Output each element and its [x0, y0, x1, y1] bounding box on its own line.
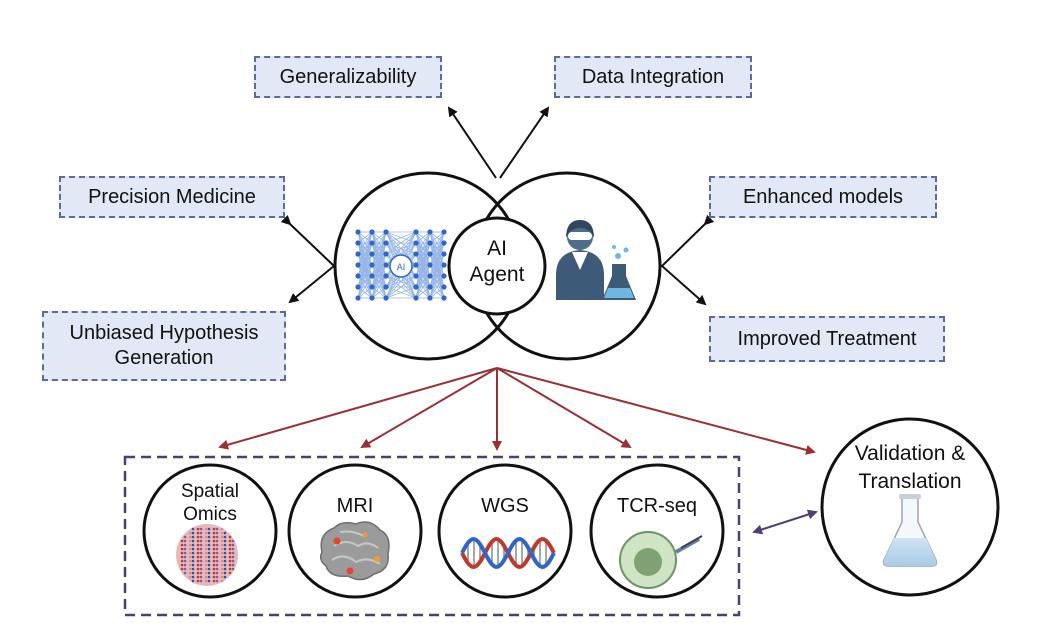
unbiased-hypothesis-line1: Unbiased Hypothesis: [69, 322, 259, 344]
brain-mri-icon: [319, 521, 390, 581]
unbiased-hypothesis-box: Unbiased Hypothesis Generation: [42, 311, 286, 381]
arrow-left-chevron: [280, 214, 336, 304]
precision-medicine-label: Precision Medicine: [88, 185, 256, 208]
improved-treatment-label: Improved Treatment: [737, 327, 917, 350]
spatial-omics-label: Spatial Omics: [180, 481, 240, 525]
arrow-to-data-integration: [499, 106, 550, 179]
generalizability-box: Generalizability: [254, 56, 442, 98]
arrow-right-chevron: [660, 214, 715, 306]
dna-helix-icon: [460, 536, 556, 570]
spatial-omics-icon: [176, 524, 238, 586]
mri-label: MRI: [336, 495, 374, 517]
data-integration-label: Data Integration: [581, 65, 725, 88]
t-cell-icon: [619, 531, 703, 589]
scientist-icon: [556, 220, 636, 300]
arrow-to-generalizability: [447, 106, 497, 179]
ai-agent-circle: [447, 216, 547, 316]
ai-badge: AI: [397, 262, 406, 272]
data-integration-box: Data Integration: [554, 56, 752, 98]
data-source-arrows: [218, 367, 816, 455]
enhanced-models-label: Enhanced models: [742, 185, 904, 208]
improved-treatment-box: Improved Treatment: [709, 316, 945, 362]
neural-network-icon: AI: [355, 229, 447, 301]
tcr-seq-label: TCR-seq: [616, 495, 697, 517]
flask-icon: [882, 494, 938, 567]
wgs-label: WGS: [481, 495, 529, 517]
enhanced-models-box: Enhanced models: [709, 176, 937, 218]
validation-label: Validation & Translation: [854, 442, 966, 493]
generalizability-label: Generalizability: [279, 65, 417, 88]
ai-agent-label: AI Agent: [469, 237, 525, 286]
unbiased-hypothesis-line2: Generation: [114, 347, 214, 369]
precision-medicine-box: Precision Medicine: [59, 176, 285, 218]
data-sources-container: [123, 455, 741, 617]
wgs-circle: [437, 463, 573, 599]
validation-link-arrow: [752, 509, 818, 535]
